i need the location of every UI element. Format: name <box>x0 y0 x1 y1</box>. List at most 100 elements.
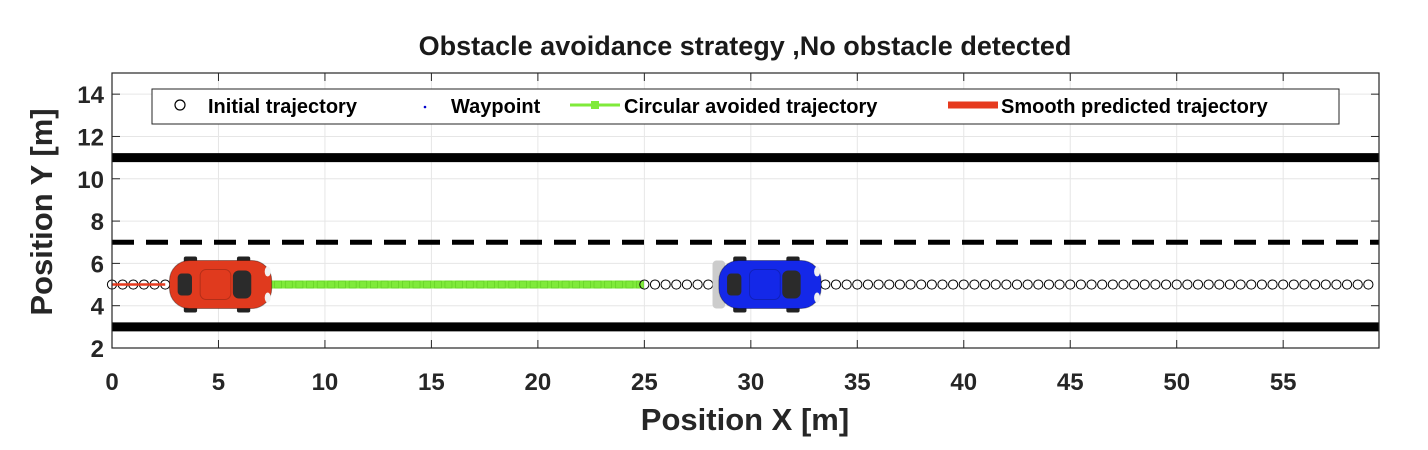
avoided-trajectory-point <box>593 280 602 289</box>
car-rear-window <box>177 273 192 296</box>
initial-trajectory-point <box>1129 279 1140 290</box>
x-tick-label: 10 <box>312 369 339 396</box>
initial-trajectory-point <box>852 279 863 290</box>
legend-entry-waypoint: Waypoint <box>451 96 541 118</box>
initial-trajectory-point <box>937 279 948 290</box>
plot-frame <box>111 72 1380 349</box>
initial-trajectory-point <box>1171 279 1182 290</box>
avoided-trajectory-point <box>572 280 581 289</box>
y-tick-label: 2 <box>91 336 104 363</box>
avoided-trajectory-point <box>380 280 389 289</box>
x-tick-label: 5 <box>212 369 225 396</box>
x-tick-label: 20 <box>525 369 552 396</box>
avoided-trajectory-point <box>614 280 623 289</box>
initial-trajectory-point <box>1107 279 1118 290</box>
avoided-trajectory-point <box>476 280 485 289</box>
avoided-trajectory-point <box>583 280 591 289</box>
y-tick-label: 12 <box>77 124 104 151</box>
chart-title: Obstacle avoidance strategy ,No obstacle… <box>419 31 1072 61</box>
initial-trajectory-point <box>1267 279 1278 290</box>
initial-trajectory-point <box>1363 279 1374 290</box>
y-tick-label: 10 <box>77 167 104 194</box>
avoided-trajectory-point <box>391 280 400 289</box>
initial-trajectory-point <box>1331 279 1342 290</box>
car-headlight <box>264 292 271 303</box>
avoided-trajectory-point <box>316 280 325 289</box>
avoided-trajectory-point <box>348 280 357 289</box>
circular-avoided-trajectory <box>263 280 644 289</box>
initial-trajectory-point <box>884 279 895 290</box>
x-tick-label: 30 <box>737 369 764 396</box>
y-tick-label: 4 <box>91 294 105 321</box>
avoided-trajectory-point <box>338 280 346 289</box>
avoided-trajectory-point <box>359 280 368 289</box>
initial-trajectory-point <box>1182 279 1193 290</box>
initial-trajectory-point <box>948 279 959 290</box>
initial-trajectory-point <box>1352 279 1363 290</box>
x-tick-label: 45 <box>1057 369 1084 396</box>
initial-trajectory-point <box>841 279 852 290</box>
avoided-trajectory-point <box>327 280 336 289</box>
initial-trajectory-point <box>926 279 937 290</box>
initial-trajectory-point <box>1097 279 1108 290</box>
initial-trajectory-point <box>1278 279 1289 290</box>
car-windshield <box>782 270 801 299</box>
x-tick-label: 50 <box>1163 369 1190 396</box>
avoided-trajectory-point <box>551 280 559 289</box>
avoided-trajectory-point <box>455 280 463 289</box>
ego-car <box>168 256 273 313</box>
initial-trajectory-point <box>1288 279 1299 290</box>
car-headlight <box>264 266 271 277</box>
legend-circle-marker <box>174 99 186 111</box>
initial-trajectory-point <box>990 279 1001 290</box>
initial-trajectory-point <box>639 279 650 290</box>
lane-lines <box>112 153 1379 332</box>
initial-trajectory-point <box>1043 279 1055 290</box>
initial-trajectory-point <box>1310 279 1321 290</box>
initial-trajectory-point <box>1235 279 1246 290</box>
initial-trajectory-point <box>681 279 693 290</box>
x-tick-label: 0 <box>105 369 118 396</box>
avoided-trajectory-point <box>402 280 410 289</box>
car-headlight <box>814 292 821 303</box>
y-tick-label: 8 <box>91 209 104 236</box>
initial-trajectory-point <box>1033 279 1044 290</box>
avoided-trajectory-point <box>487 280 495 289</box>
legend-entry-circular-avoided-trajectory: Circular avoided trajectory <box>624 96 878 118</box>
car-rear-window <box>727 273 742 296</box>
x-tick-label: 35 <box>844 369 871 396</box>
avoided-trajectory-point <box>625 280 634 289</box>
avoided-trajectory-point <box>519 280 527 289</box>
initial-trajectory-point <box>969 279 980 290</box>
initial-trajectory-point <box>1118 279 1129 290</box>
avoided-trajectory-point <box>604 280 612 289</box>
initial-trajectory-point <box>1341 279 1353 290</box>
avoided-trajectory-point <box>306 280 314 289</box>
initial-trajectory-point <box>1001 279 1012 290</box>
initial-trajectory-point <box>1139 279 1150 290</box>
legend-entry-smooth-predicted-trajectory: Smooth predicted trajectory <box>1001 96 1269 118</box>
legend-dot-marker <box>423 105 427 109</box>
initial-trajectory-point <box>1224 279 1236 290</box>
x-tick-label: 55 <box>1270 369 1297 396</box>
initial-trajectory-point <box>1065 279 1076 290</box>
x-tick-label: 15 <box>418 369 445 396</box>
avoided-trajectory-point <box>444 280 453 289</box>
avoided-trajectory-point <box>412 280 421 289</box>
avoided-trajectory-point <box>370 280 378 289</box>
avoided-trajectory-point <box>423 280 431 289</box>
avoided-trajectory-point <box>295 280 304 289</box>
initial-trajectory-point <box>649 279 661 290</box>
avoided-trajectory-point <box>433 280 442 289</box>
initial-trajectory-point <box>979 279 991 290</box>
y-axis-label: Position Y [m] <box>24 108 59 315</box>
initial-trajectory-point <box>873 279 884 290</box>
initial-trajectory-point <box>1256 279 1267 290</box>
initial-trajectory-point <box>862 279 874 290</box>
initial-trajectory-point <box>1192 279 1204 290</box>
initial-trajectory-point <box>1150 279 1161 290</box>
avoided-trajectory-point <box>284 280 293 289</box>
